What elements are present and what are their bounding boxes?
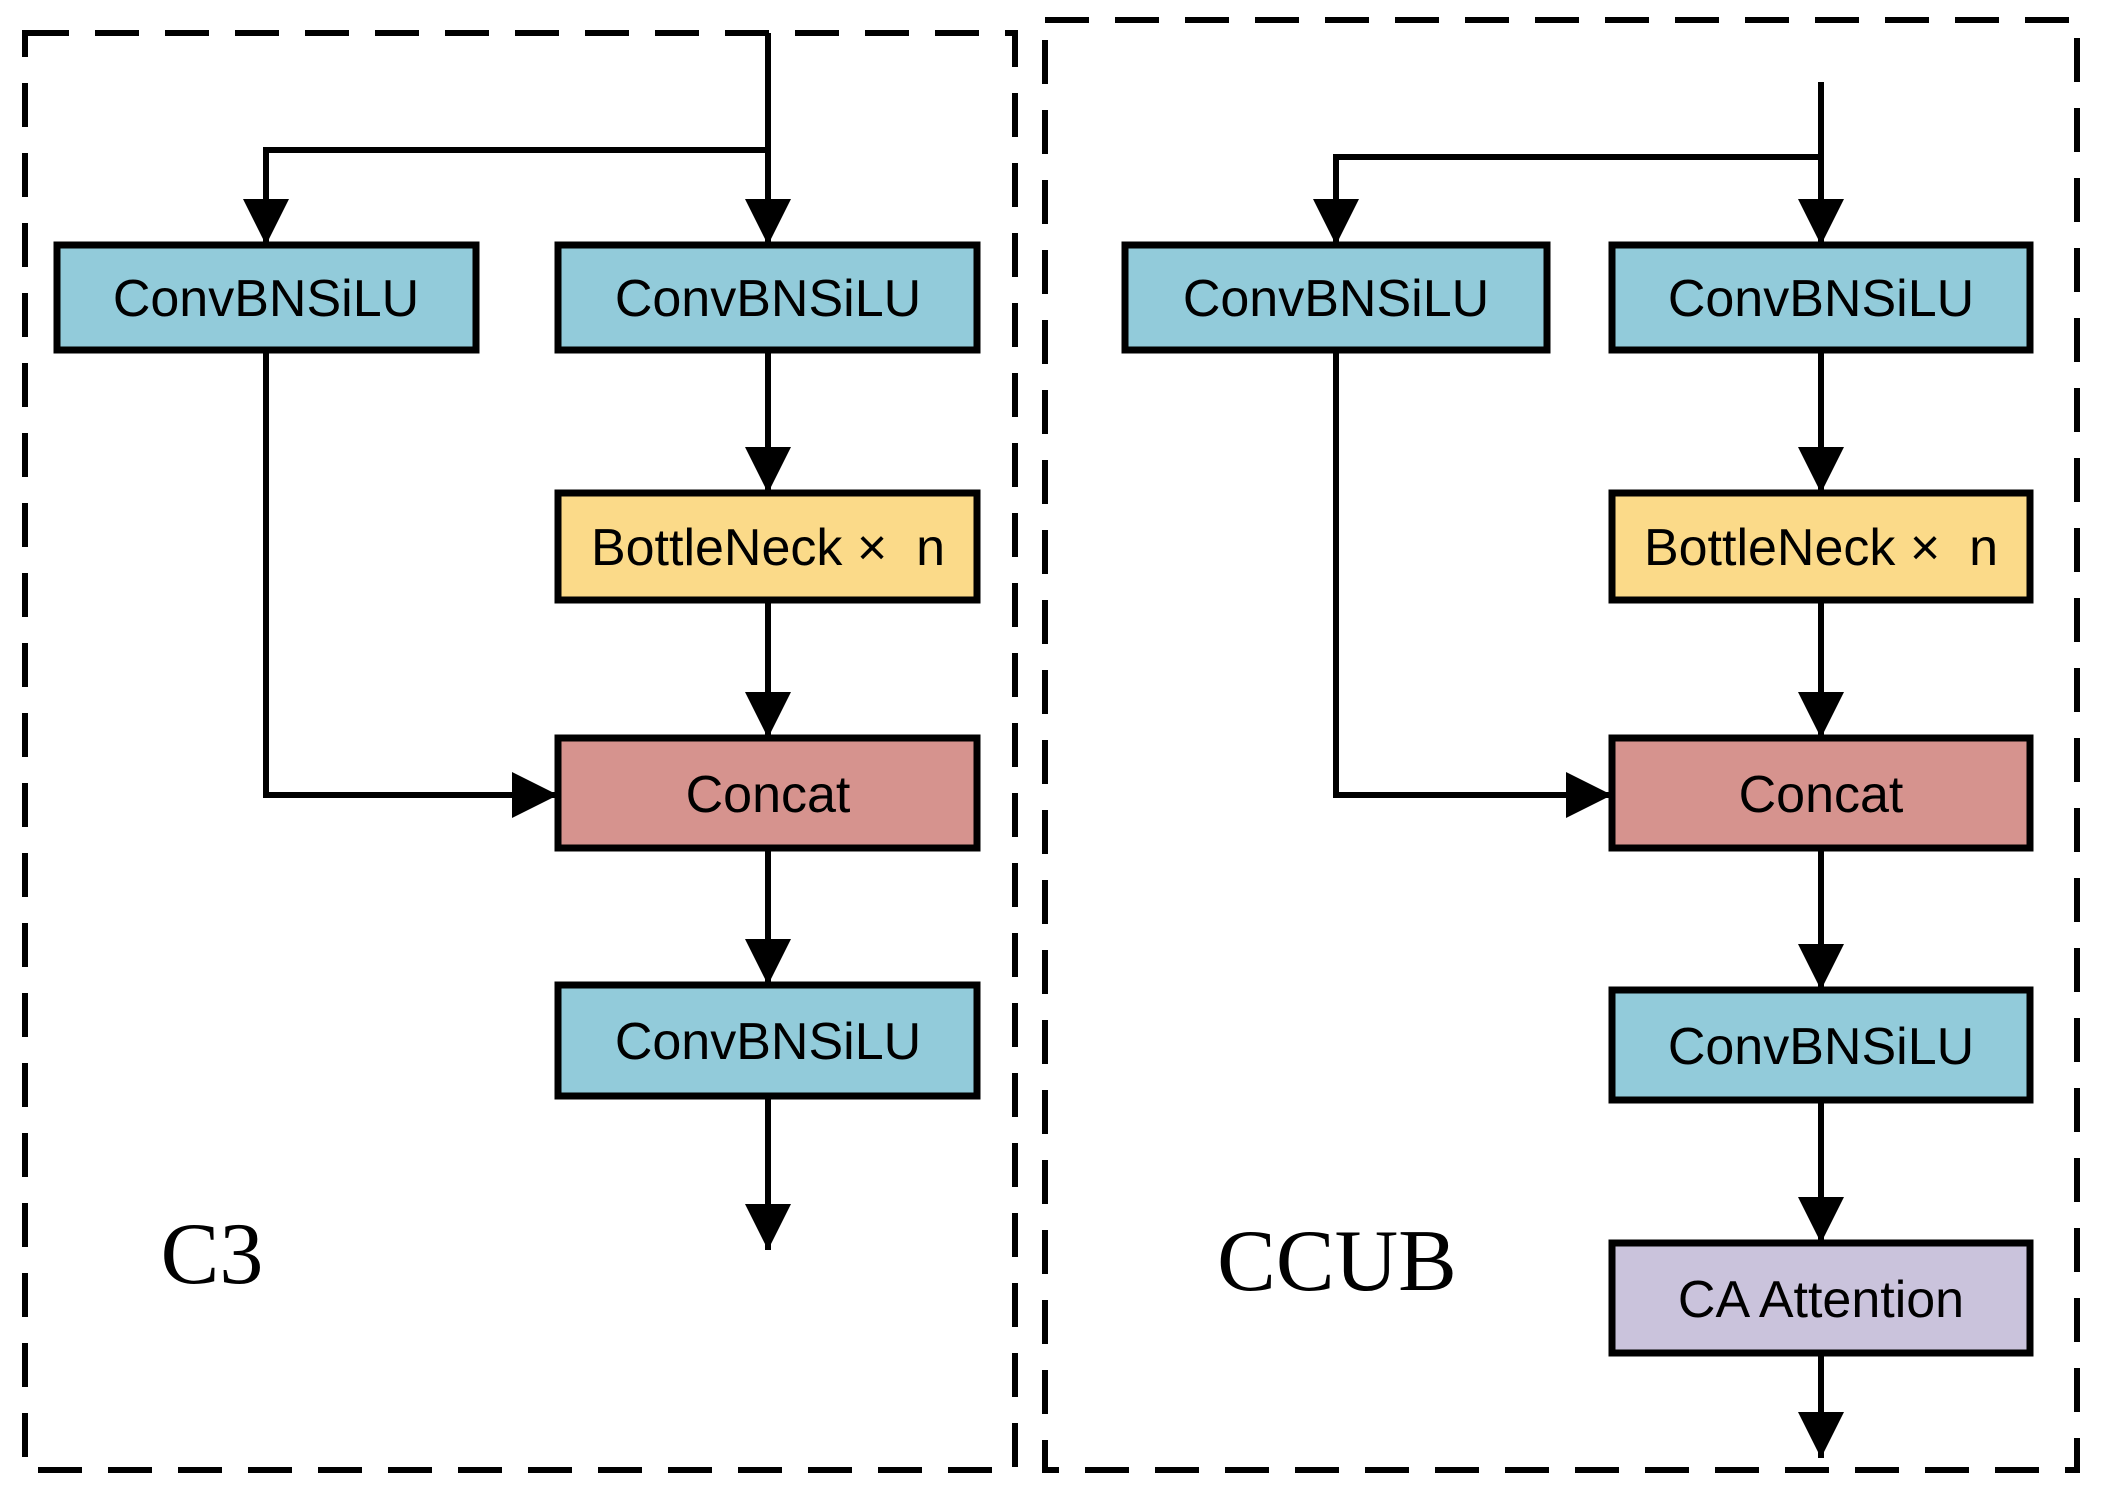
ccub-bottleneck-box [1608,489,2034,604]
c3-concat-label: Concat [686,766,851,824]
c3-main-conv-box [554,241,981,354]
ccub-branch-conv-label: ConvBNSiLU [1183,270,1489,328]
c3-bottleneck-box [554,489,981,604]
ccub-output-conv-box [1608,986,2034,1104]
ccub-concat-label: Concat [1739,766,1904,824]
ccub-concat-box [1608,734,2034,852]
c3-output-conv-label: ConvBNSiLU [615,1013,921,1071]
c3-branch-arrow [243,147,768,245]
ccub-main-conv-box [1608,241,2034,354]
ccub-output-conv-label: ConvBNSiLU [1668,1018,1974,1076]
c3-skip-connection-arrow [263,350,558,818]
c3-main-conv-label: ConvBNSiLU [615,270,921,328]
ccub-panel-label: CCUB [1217,1213,1457,1310]
c3-bottleneck-label: BottleNeck × n [591,519,945,577]
c3-panel-border [22,30,1018,1473]
ccub-main-conv-label: ConvBNSiLU [1668,270,1974,328]
c3-branch-conv-label: ConvBNSiLU [113,270,419,328]
ccub-branch-conv-box [1121,241,1551,354]
c3-output-conv-box [554,981,981,1100]
c3-panel-label: C3 [161,1206,264,1303]
ccub-panel-border [1042,17,2080,1473]
ccub-bottleneck-label: BottleNeck × n [1644,519,1998,577]
ccub-skip-connection-arrow [1333,350,1612,818]
c3-concat-box [554,734,981,852]
ccub-branch-arrow [1313,154,1821,245]
ccub-ca-attention-label: CA Attention [1678,1271,1964,1329]
c3-branch-conv-box [53,241,480,354]
ccub-ca-attention-box [1608,1239,2034,1357]
